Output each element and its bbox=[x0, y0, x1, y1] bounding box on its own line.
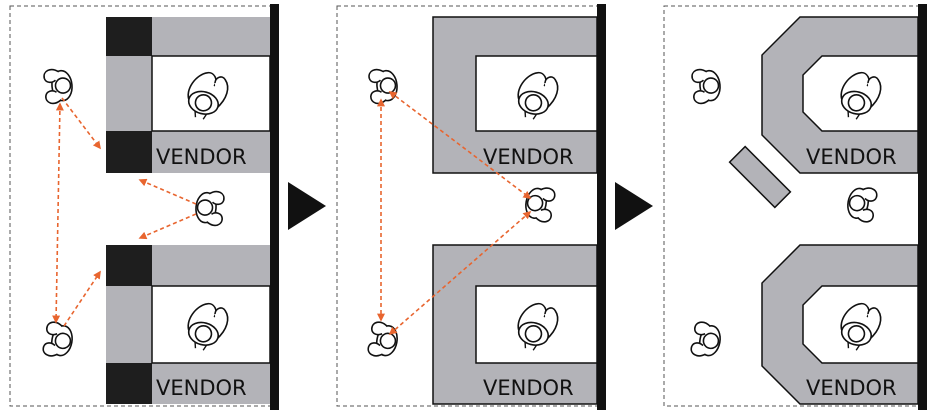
vendor-label: VENDOR bbox=[806, 376, 897, 400]
sightline-arrow bbox=[52, 102, 64, 324]
counter-side-dark-bottom bbox=[106, 131, 152, 173]
counter-side bbox=[106, 286, 152, 363]
vendor-label: VENDOR bbox=[806, 145, 897, 169]
vendor-label: VENDOR bbox=[156, 376, 247, 400]
panel-frame bbox=[9, 5, 278, 407]
back-wall bbox=[597, 4, 606, 410]
sightline-arrow bbox=[138, 178, 197, 205]
vendor-booth-bottom: VENDOR bbox=[761, 244, 919, 405]
counter-side-dark-bottom bbox=[106, 363, 152, 404]
counter-front bbox=[152, 363, 270, 404]
sightline-arrow bbox=[63, 270, 101, 327]
counter-side-dark-top bbox=[106, 17, 152, 56]
customer-icon bbox=[367, 67, 400, 105]
vendor-booth-bottom: VENDOR bbox=[432, 244, 598, 405]
sightline-arrow bbox=[61, 97, 101, 150]
counter-side-dark-top bbox=[106, 245, 152, 286]
sightline-arrow bbox=[388, 210, 532, 336]
customer-icon bbox=[844, 184, 879, 224]
customer-icon bbox=[193, 189, 226, 227]
panel-frame bbox=[336, 5, 605, 407]
layout-panel-2: VENDOR VENDOR bbox=[336, 4, 606, 410]
counter-front bbox=[152, 131, 270, 173]
free-standing-counter bbox=[728, 145, 792, 209]
customer-icon bbox=[41, 320, 76, 360]
vendor-label: VENDOR bbox=[156, 145, 247, 169]
vendor-booth-top: VENDOR bbox=[106, 17, 271, 173]
customer-icon bbox=[689, 320, 724, 360]
counter-back bbox=[152, 245, 270, 286]
counter-back bbox=[152, 17, 270, 56]
play-arrow-icon bbox=[288, 182, 326, 230]
customer-icon bbox=[42, 67, 75, 105]
back-wall bbox=[918, 4, 927, 410]
layout-panel-3: VENDOR VENDOR bbox=[663, 4, 927, 410]
counter-side bbox=[106, 56, 152, 131]
sightline-arrow bbox=[388, 91, 532, 199]
vendor-booth-top: VENDOR bbox=[432, 16, 598, 174]
sightline-arrows bbox=[377, 91, 532, 336]
vendor-label: VENDOR bbox=[483, 145, 574, 169]
customer-icon bbox=[690, 67, 723, 105]
layout-panel-1: VENDOR VENDOR bbox=[9, 4, 279, 410]
sightline-arrow bbox=[138, 213, 197, 240]
customer-icon bbox=[366, 320, 401, 360]
back-wall bbox=[270, 4, 279, 410]
vendor-booth-bottom: VENDOR bbox=[106, 245, 271, 404]
vendor-booth-top: VENDOR bbox=[761, 16, 919, 174]
customer-icon bbox=[522, 184, 557, 224]
sightline-arrows bbox=[52, 97, 197, 327]
vendor-label: VENDOR bbox=[483, 376, 574, 400]
play-arrow-icon bbox=[615, 182, 653, 230]
